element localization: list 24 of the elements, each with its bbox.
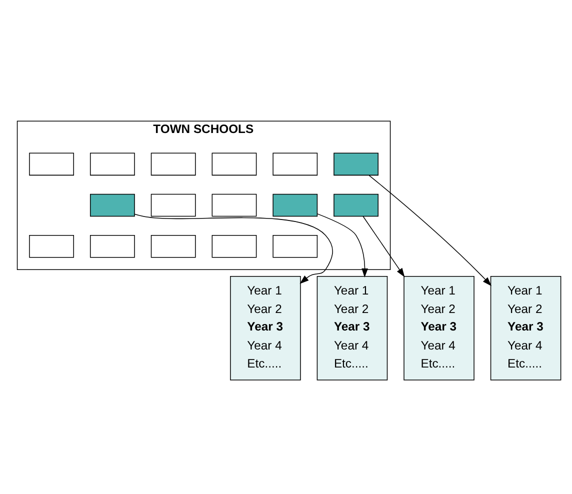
arrow — [362, 215, 405, 277]
node-box — [90, 152, 135, 176]
arrow — [316, 212, 368, 278]
arrow — [368, 174, 492, 286]
node-box — [334, 193, 378, 216]
node-box: Year 1 Year 2 Year 3 Year 4 Etc..... — [404, 276, 474, 380]
node-box — [212, 152, 257, 176]
node-box — [272, 193, 318, 216]
node-box — [90, 234, 135, 258]
node-box — [150, 152, 196, 176]
node-box — [29, 152, 74, 176]
node-box — [150, 234, 196, 258]
node-box: Year 1 Year 2 Year 3 Year 4 Etc..... — [230, 276, 301, 380]
node-box: Year 1 Year 2 Year 3 Year 4 Etc..... — [316, 276, 388, 380]
node-box — [212, 234, 257, 258]
node-box: Year 1 Year 2 Year 3 Year 4 Etc..... — [490, 276, 562, 380]
node-box — [272, 234, 318, 258]
node-box — [334, 152, 378, 176]
node-box — [272, 152, 318, 176]
node-box — [90, 193, 135, 216]
arrow — [134, 213, 333, 284]
node-box — [150, 193, 196, 216]
node-box — [212, 193, 257, 216]
node-box — [29, 234, 74, 258]
